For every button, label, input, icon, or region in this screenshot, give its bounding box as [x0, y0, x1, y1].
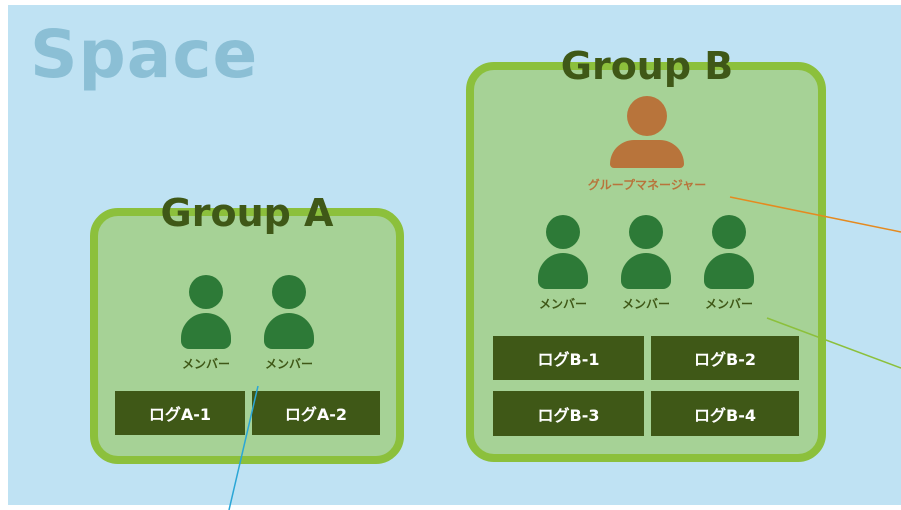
person-icon-body	[181, 313, 231, 349]
group-b-manager: グループマネージャー	[588, 96, 706, 196]
member-label: メンバー	[538, 297, 588, 311]
person-icon	[546, 215, 580, 249]
group-a-member-1: メンバー	[174, 275, 238, 371]
group-a-member-2: メンバー	[257, 275, 321, 371]
member-label: メンバー	[704, 297, 754, 311]
person-icon-body	[538, 253, 588, 289]
manager-icon-body	[610, 140, 684, 168]
log-b-2: ログB-2	[651, 336, 799, 380]
member-label: メンバー	[264, 357, 314, 371]
group-a-title: Group A	[160, 191, 334, 235]
log-b-3: ログB-3	[493, 391, 644, 436]
member-label: メンバー	[621, 297, 671, 311]
log-b-4: ログB-4	[651, 391, 799, 436]
member-label: メンバー	[181, 357, 231, 371]
log-a-2: ログA-2	[252, 391, 380, 435]
manager-icon	[627, 96, 667, 136]
person-icon-body	[621, 253, 671, 289]
manager-label: グループマネージャー	[587, 178, 707, 192]
group-b-member-1: メンバー	[531, 215, 595, 311]
group-b-member-3: メンバー	[697, 215, 761, 311]
space-title: Space	[30, 16, 259, 93]
person-icon	[189, 275, 223, 309]
log-b-1: ログB-1	[493, 336, 644, 380]
person-icon	[629, 215, 663, 249]
person-icon-body	[264, 313, 314, 349]
person-icon-body	[704, 253, 754, 289]
log-a-1: ログA-1	[115, 391, 245, 435]
person-icon	[272, 275, 306, 309]
group-b-title: Group B	[560, 44, 734, 88]
group-b-member-2: メンバー	[614, 215, 678, 311]
person-icon	[712, 215, 746, 249]
